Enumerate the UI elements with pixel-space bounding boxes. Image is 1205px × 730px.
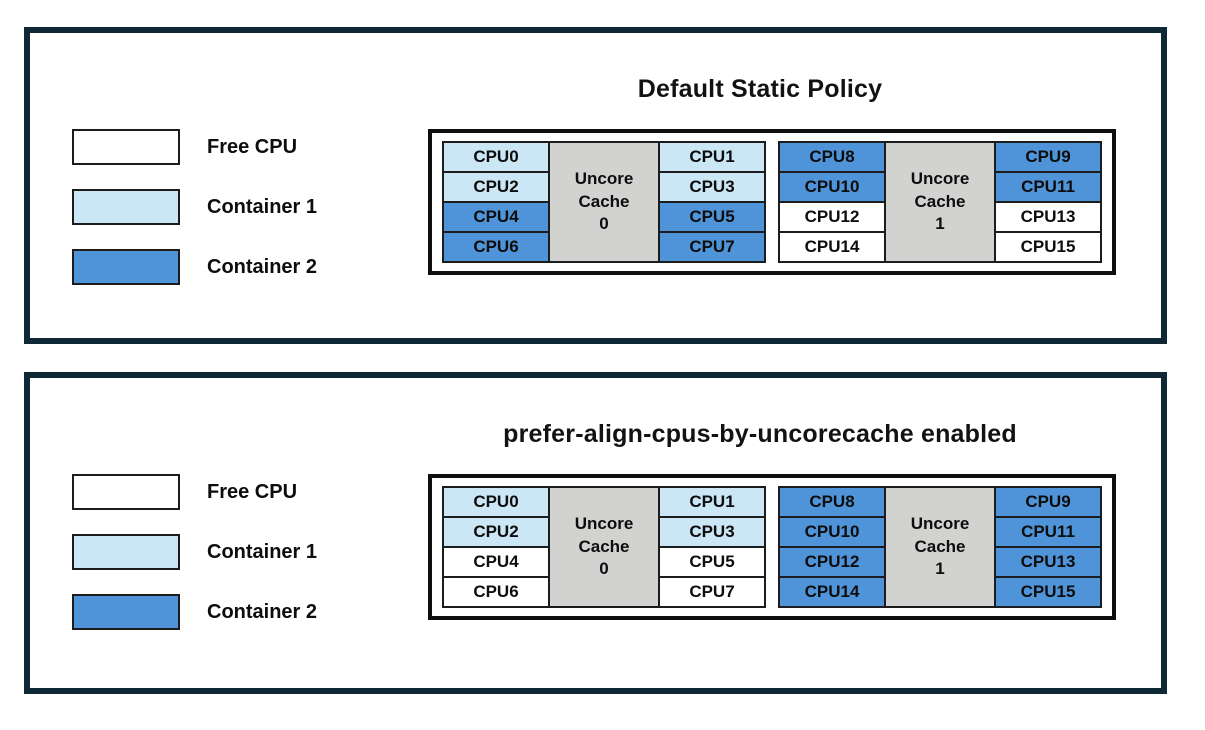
cpu-column: CPU9 CPU11 CPU13 CPU15 — [994, 486, 1102, 608]
uncore-cache-1-box: Uncore Cache 1 — [884, 141, 996, 263]
cpu-cell: CPU9 — [994, 141, 1102, 173]
cpu-cell: CPU3 — [658, 171, 766, 203]
uncore-cache-0-box: Uncore Cache 0 — [548, 141, 660, 263]
cpu-column: CPU8 CPU10 CPU12 CPU14 — [778, 141, 886, 263]
panel-title: prefer-align-cpus-by-uncorecache enabled — [503, 420, 1017, 448]
uncore-cache-0-group: CPU0 CPU2 CPU4 CPU6 Uncore Cache 0 CPU1 … — [442, 141, 766, 263]
cpu-cell: CPU0 — [442, 486, 550, 518]
cpu-cell: CPU4 — [442, 201, 550, 233]
legend: Free CPU Container 1 Container 2 — [72, 474, 317, 654]
cpu-cell: CPU7 — [658, 231, 766, 263]
cpu-column: CPU1 CPU3 CPU5 CPU7 — [658, 486, 766, 608]
legend-label: Container 2 — [207, 255, 318, 278]
legend-label: Container 1 — [207, 195, 318, 218]
legend-swatch-container-1 — [72, 189, 180, 225]
cpu-column: CPU9 CPU11 CPU13 CPU15 — [994, 141, 1102, 263]
legend-item-container-2: Container 2 — [72, 594, 317, 630]
legend-label: Container 2 — [207, 600, 318, 623]
cpu-topology-diagram: CPU0 CPU2 CPU4 CPU6 Uncore Cache 0 CPU1 … — [428, 129, 1116, 275]
panel-title: Default Static Policy — [637, 75, 883, 103]
uncore-cache-0-group: CPU0 CPU2 CPU4 CPU6 Uncore Cache 0 CPU1 … — [442, 486, 766, 608]
legend-item-container-2: Container 2 — [72, 249, 317, 285]
cpu-cell: CPU5 — [658, 546, 766, 578]
cpu-cell: CPU2 — [442, 171, 550, 203]
cpu-cell: CPU11 — [994, 171, 1102, 203]
cpu-column: CPU1 CPU3 CPU5 CPU7 — [658, 141, 766, 263]
legend-swatch-container-1 — [72, 534, 180, 570]
cpu-cell: CPU13 — [994, 546, 1102, 578]
panel-default-static-policy: Default Static Policy Free CPU Container… — [24, 27, 1167, 344]
cpu-cell: CPU10 — [778, 171, 886, 203]
legend: Free CPU Container 1 Container 2 — [72, 129, 317, 309]
legend-label: Container 1 — [207, 540, 318, 563]
cpu-cell: CPU12 — [778, 201, 886, 233]
cpu-cell: CPU15 — [994, 576, 1102, 608]
cpu-cell: CPU8 — [778, 141, 886, 173]
cpu-cell: CPU0 — [442, 141, 550, 173]
cpu-column: CPU8 CPU10 CPU12 CPU14 — [778, 486, 886, 608]
cpu-cell: CPU9 — [994, 486, 1102, 518]
panel-prefer-align-uncorecache: prefer-align-cpus-by-uncorecache enabled… — [24, 372, 1167, 694]
uncore-cache-0-box: Uncore Cache 0 — [548, 486, 660, 608]
cpu-cell: CPU3 — [658, 516, 766, 548]
cpu-column: CPU0 CPU2 CPU4 CPU6 — [442, 141, 550, 263]
uncore-cache-1-group: CPU8 CPU10 CPU12 CPU14 Uncore Cache 1 CP… — [778, 486, 1102, 608]
legend-item-container-1: Container 1 — [72, 534, 317, 570]
cpu-cell: CPU2 — [442, 516, 550, 548]
legend-label: Free CPU — [207, 135, 298, 158]
legend-item-free-cpu: Free CPU — [72, 129, 317, 165]
legend-swatch-free-cpu — [72, 474, 180, 510]
legend-swatch-free-cpu — [72, 129, 180, 165]
cpu-cell: CPU14 — [778, 231, 886, 263]
cpu-cell: CPU4 — [442, 546, 550, 578]
cpu-cell: CPU8 — [778, 486, 886, 518]
cpu-cell: CPU10 — [778, 516, 886, 548]
legend-item-free-cpu: Free CPU — [72, 474, 317, 510]
legend-swatch-container-2 — [72, 594, 180, 630]
cpu-cell: CPU12 — [778, 546, 886, 578]
cpu-cell: CPU14 — [778, 576, 886, 608]
cpu-cell: CPU11 — [994, 516, 1102, 548]
cpu-cell: CPU1 — [658, 486, 766, 518]
uncore-cache-1-group: CPU8 CPU10 CPU12 CPU14 Uncore Cache 1 CP… — [778, 141, 1102, 263]
cpu-cell: CPU15 — [994, 231, 1102, 263]
legend-swatch-container-2 — [72, 249, 180, 285]
uncore-cache-1-box: Uncore Cache 1 — [884, 486, 996, 608]
cpu-cell: CPU7 — [658, 576, 766, 608]
legend-item-container-1: Container 1 — [72, 189, 317, 225]
cpu-cell: CPU6 — [442, 576, 550, 608]
cpu-topology-diagram: CPU0 CPU2 CPU4 CPU6 Uncore Cache 0 CPU1 … — [428, 474, 1116, 620]
cpu-cell: CPU5 — [658, 201, 766, 233]
cpu-cell: CPU1 — [658, 141, 766, 173]
legend-label: Free CPU — [207, 480, 298, 503]
cpu-cell: CPU6 — [442, 231, 550, 263]
cpu-cell: CPU13 — [994, 201, 1102, 233]
cpu-column: CPU0 CPU2 CPU4 CPU6 — [442, 486, 550, 608]
